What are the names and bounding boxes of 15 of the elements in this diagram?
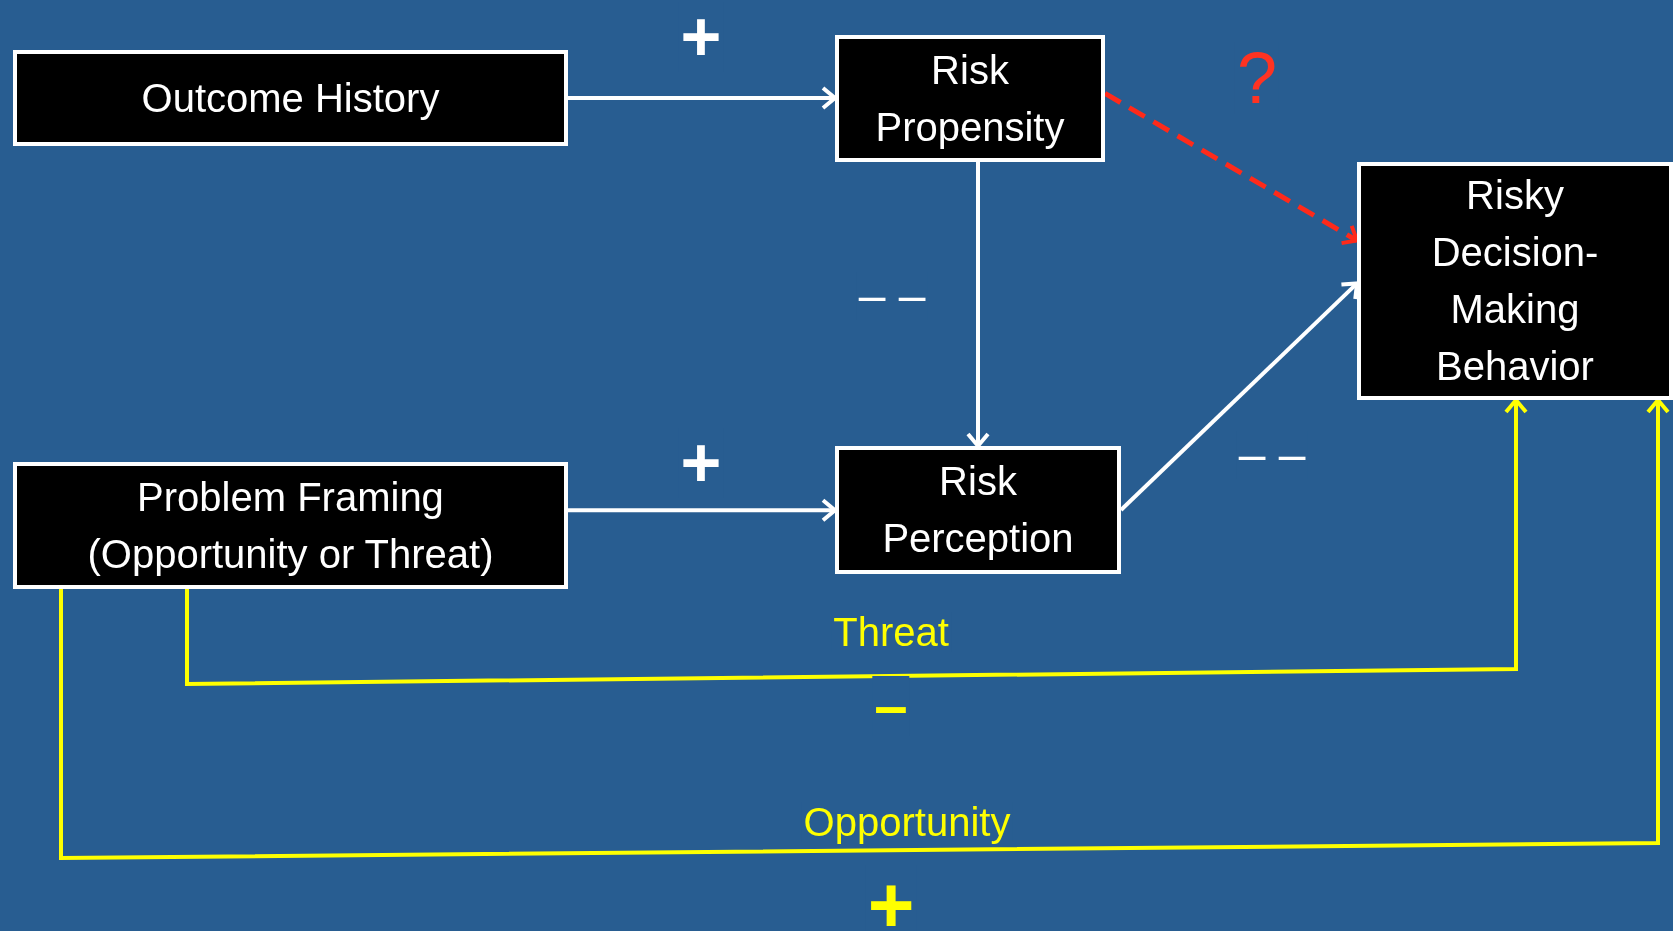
arrow: [568, 498, 837, 523]
process-box: [1357, 162, 1673, 400]
process-box: [835, 446, 1121, 574]
arrow: [185, 398, 1528, 687]
node-label: Outcome History: [141, 74, 440, 122]
process-box: [13, 462, 568, 589]
process-box: [13, 50, 568, 146]
node-label: Risk Perception: [881, 458, 1075, 562]
process-box: [835, 35, 1105, 162]
arrow: [966, 162, 990, 448]
node-label: Problem Framing (Opportunity or Threat): [86, 473, 495, 578]
node-label: Risk Propensity: [874, 46, 1066, 151]
arrow: [59, 398, 1670, 860]
arrow: [568, 86, 837, 110]
node-label: Risky Decision-Making Behavior: [1430, 172, 1600, 390]
